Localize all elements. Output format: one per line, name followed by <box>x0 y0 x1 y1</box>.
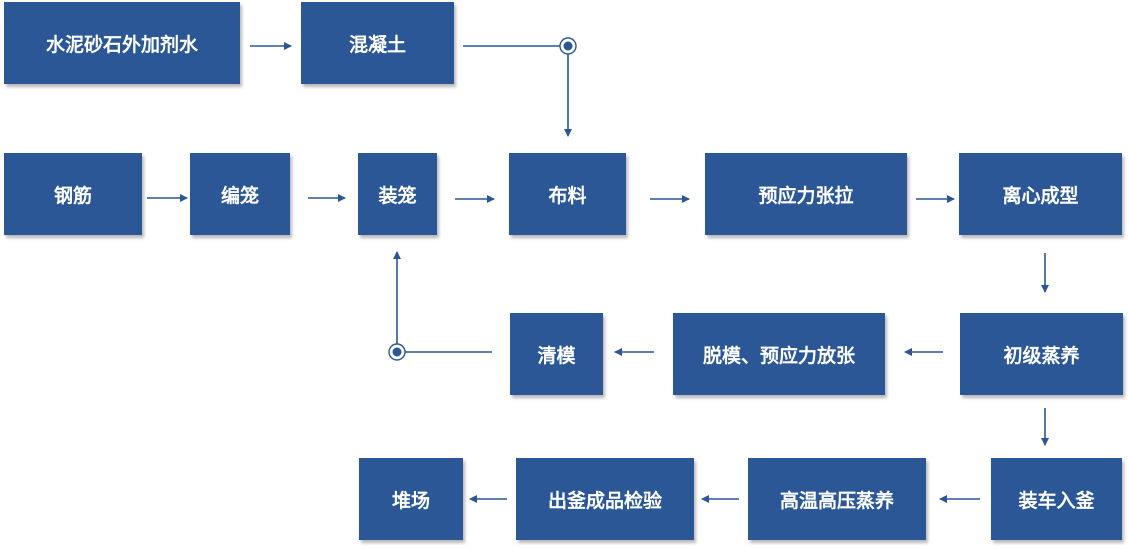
node-storage-yard: 堆场 <box>359 458 463 540</box>
node-steel: 钢筋 <box>4 153 142 235</box>
junction-concrete-corner <box>559 37 577 55</box>
node-centrifugal-forming: 离心成型 <box>959 153 1122 235</box>
node-raw-materials: 水泥砂石外加剂水 <box>4 2 240 84</box>
arrow-concrete-to-distribute <box>463 45 572 137</box>
node-prestress-tension: 预应力张拉 <box>705 153 907 235</box>
node-demold-release: 脱模、预应力放张 <box>673 313 885 395</box>
node-high-temp-pressure-curing: 高温高压蒸养 <box>748 458 926 540</box>
node-kettle-out-inspection: 出釜成品检验 <box>516 458 694 540</box>
node-distribute: 布料 <box>509 153 626 235</box>
node-install-cage: 装笼 <box>358 153 437 235</box>
arrow-clean-to-install <box>393 251 492 353</box>
node-weave-cage: 编笼 <box>190 153 290 235</box>
node-initial-steam-curing: 初级蒸养 <box>960 313 1123 395</box>
node-load-into-kettle: 装车入釜 <box>991 458 1122 540</box>
node-concrete: 混凝土 <box>301 2 454 84</box>
junction-clean-corner <box>388 343 406 361</box>
node-mold-cleaning: 清模 <box>510 313 603 395</box>
